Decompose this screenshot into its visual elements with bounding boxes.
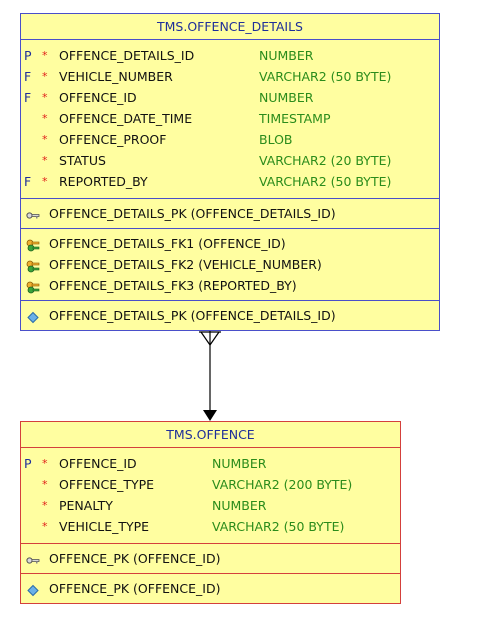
mandatory-marker: * [42,49,48,62]
index-row[interactable]: OFFENCE_DETAILS_PK (OFFENCE_DETAILS_ID) [21,305,439,326]
foreign-key-icon [26,279,40,294]
primary-key-section: OFFENCE_DETAILS_PK (OFFENCE_DETAILS_ID) [21,199,439,229]
column-type: NUMBER [212,498,267,513]
key-marker: P [24,456,32,471]
column-type: VARCHAR2 (50 BYTE) [259,174,392,189]
table-offence[interactable]: TMS.OFFENCE P * OFFENCE_ID NUMBER * OFFENCE_T… [20,421,401,604]
index-row-label: OFFENCE_PK (OFFENCE_ID) [49,581,221,596]
index-section: OFFENCE_PK (OFFENCE_ID) [21,574,400,603]
column-name: STATUS [59,153,106,168]
index-row-label: OFFENCE_DETAILS_PK (OFFENCE_DETAILS_ID) [49,308,336,323]
column-name: OFFENCE_DATE_TIME [59,111,193,126]
key-marker: F [24,69,32,84]
foreign-key-icon [26,258,40,273]
column-row[interactable]: * OFFENCE_DATE_TIME TIMESTAMP [21,108,439,129]
column-row[interactable]: F * VEHICLE_NUMBER VARCHAR2 (50 BYTE) [21,66,439,87]
mandatory-marker: * [42,175,48,188]
foreign-key-row[interactable]: OFFENCE_DETAILS_FK3 (REPORTED_BY) [21,275,439,296]
primary-key-row-label: OFFENCE_PK (OFFENCE_ID) [49,551,221,566]
mandatory-marker: * [42,112,48,125]
foreign-key-row-label: OFFENCE_DETAILS_FK1 (OFFENCE_ID) [49,236,286,251]
key-icon [26,552,40,565]
column-type: NUMBER [259,90,314,105]
column-type: NUMBER [259,48,314,63]
index-section: OFFENCE_DETAILS_PK (OFFENCE_DETAILS_ID) [21,301,439,330]
column-name: VEHICLE_NUMBER [59,69,173,84]
column-row[interactable]: * PENALTY NUMBER [21,495,400,516]
column-row[interactable]: * STATUS VARCHAR2 (20 BYTE) [21,150,439,171]
column-type: VARCHAR2 (20 BYTE) [259,153,392,168]
column-type: NUMBER [212,456,267,471]
crowfoot-left [200,331,211,346]
column-type: VARCHAR2 (50 BYTE) [212,519,345,534]
foreign-key-section: OFFENCE_DETAILS_FK1 (OFFENCE_ID) OFFENCE_… [21,229,439,301]
column-name: REPORTED_BY [59,174,148,189]
crowfoot-right [209,331,220,346]
column-name: PENALTY [59,498,113,513]
index-diamond-icon [26,309,40,324]
column-list: P * OFFENCE_DETAILS_ID NUMBER F * VEHICLE_NUMB… [21,40,439,199]
foreign-key-row-label: OFFENCE_DETAILS_FK3 (REPORTED_BY) [49,278,297,293]
table-offence-details[interactable]: TMS.OFFENCE_DETAILS P * OFFENCE_DETAILS_ID… [20,13,440,331]
column-row[interactable]: * OFFENCE_PROOF BLOB [21,129,439,150]
foreign-key-row[interactable]: OFFENCE_DETAILS_FK2 (VEHICLE_NUMBER) [21,254,439,275]
column-row[interactable]: P * OFFENCE_ID NUMBER [21,453,400,474]
relationship-arrowhead [203,410,217,421]
column-row[interactable]: F * OFFENCE_ID NUMBER [21,87,439,108]
key-marker: P [24,48,32,63]
column-row[interactable]: P * OFFENCE_DETAILS_ID NUMBER [21,45,439,66]
primary-key-row[interactable]: OFFENCE_DETAILS_PK (OFFENCE_DETAILS_ID) [21,203,439,224]
mandatory-marker: * [42,478,48,491]
primary-key-row-label: OFFENCE_DETAILS_PK (OFFENCE_DETAILS_ID) [49,206,336,221]
mandatory-marker: * [42,520,48,533]
column-type: TIMESTAMP [259,111,331,126]
primary-key-section: OFFENCE_PK (OFFENCE_ID) [21,544,400,574]
foreign-key-row[interactable]: OFFENCE_DETAILS_FK1 (OFFENCE_ID) [21,233,439,254]
mandatory-marker: * [42,70,48,83]
mandatory-marker: * [42,457,48,470]
column-name: OFFENCE_DETAILS_ID [59,48,195,63]
mandatory-marker: * [42,499,48,512]
primary-key-row[interactable]: OFFENCE_PK (OFFENCE_ID) [21,548,400,569]
key-marker: F [24,174,32,189]
index-diamond-icon [26,582,40,597]
table-title: TMS.OFFENCE_DETAILS [21,14,439,40]
mandatory-marker: * [42,133,48,146]
column-row[interactable]: * OFFENCE_TYPE VARCHAR2 (200 BYTE) [21,474,400,495]
column-type: VARCHAR2 (200 BYTE) [212,477,353,492]
column-type: VARCHAR2 (50 BYTE) [259,69,392,84]
column-name: OFFENCE_ID [59,90,137,105]
table-title: TMS.OFFENCE [21,422,400,448]
foreign-key-row-label: OFFENCE_DETAILS_FK2 (VEHICLE_NUMBER) [49,257,322,272]
column-type: BLOB [259,132,293,147]
mandatory-marker: * [42,154,48,167]
column-name: OFFENCE_PROOF [59,132,167,147]
column-row[interactable]: * VEHICLE_TYPE VARCHAR2 (50 BYTE) [21,516,400,537]
column-list: P * OFFENCE_ID NUMBER * OFFENCE_TYPE VARCHAR2 … [21,448,400,544]
mandatory-marker: * [42,91,48,104]
column-row[interactable]: F * REPORTED_BY VARCHAR2 (50 BYTE) [21,171,439,192]
column-name: VEHICLE_TYPE [59,519,150,534]
column-name: OFFENCE_ID [59,456,137,471]
foreign-key-icon [26,237,40,252]
key-marker: F [24,90,32,105]
index-row[interactable]: OFFENCE_PK (OFFENCE_ID) [21,578,400,599]
column-name: OFFENCE_TYPE [59,477,155,492]
key-icon [26,207,40,220]
